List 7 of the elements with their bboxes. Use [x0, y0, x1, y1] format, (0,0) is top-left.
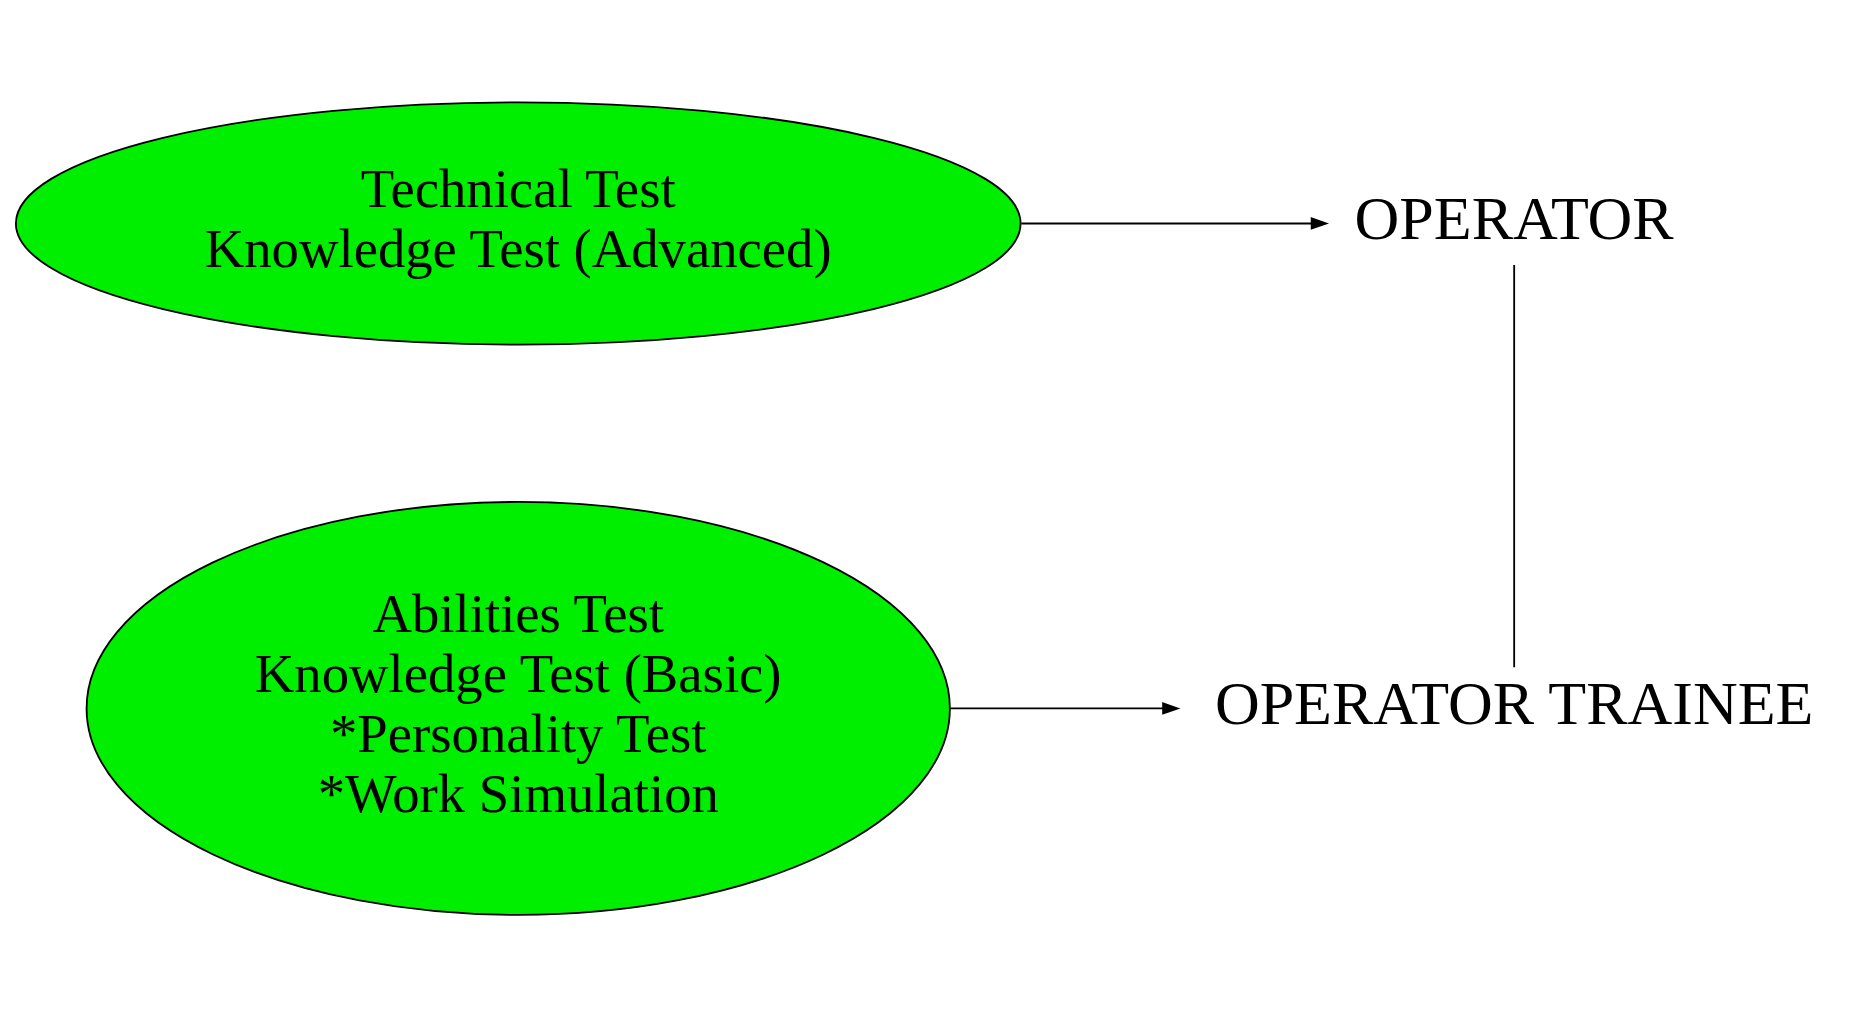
- arrow: [949, 701, 1181, 715]
- arrow: [1020, 216, 1329, 230]
- node-text: OPERATOR: [1354, 183, 1674, 252]
- node-ellipse: Technical Test Knowledge Test (Advanced): [14, 100, 1022, 346]
- node-text: OPERATOR TRAINEE: [1214, 668, 1814, 737]
- connector: [1513, 263, 1516, 668]
- node-ellipse: Abilities Test Knowledge Test (Basic) *Personality Test *Work Simulation: [85, 500, 951, 916]
